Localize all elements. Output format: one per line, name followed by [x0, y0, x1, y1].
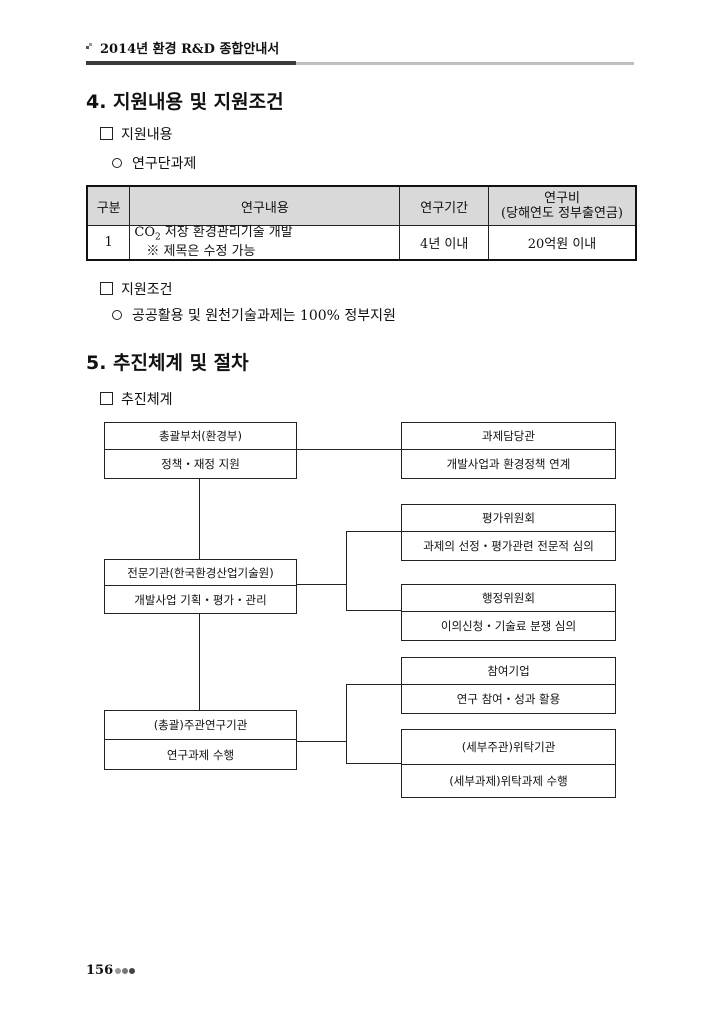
section-4-title: 4. 지원내용 및 지원조건: [86, 91, 284, 113]
budget-header-note: (당해연도 정부출연금): [501, 206, 623, 221]
admin-committee-box: 행정위원회 이의신청・기술료 분쟁 심의: [401, 584, 616, 641]
conditions-heading: 지원조건: [100, 279, 173, 299]
budget-header: 연구비: [544, 191, 580, 206]
square-bullet-icon: [100, 127, 113, 140]
sub-item-heading: 연구단과제: [112, 153, 196, 173]
footer-dot-icon: [122, 968, 128, 974]
box-title: (세부주관)위탁기관: [402, 730, 615, 765]
table-header-row: 구분 연구내용 연구기간 연구비 (당해연도 정부출연금): [86, 185, 637, 226]
contract-institution-box: (세부주관)위탁기관 (세부과제)위탁과제 수행: [401, 729, 616, 798]
row-number: 1: [86, 224, 131, 261]
box-desc: 개발사업 기획・평가・관리: [134, 592, 267, 607]
header-bullet-icon: [86, 43, 92, 49]
box-title: 전문기관(한국환경산업기술원): [105, 560, 296, 586]
connector-to-contract: [346, 763, 402, 764]
box-desc: 정책・재정 지원: [161, 457, 240, 471]
connector-to-admin: [346, 610, 402, 611]
ministry-box: 총괄부처(환경부) 정책・재정 지원: [104, 422, 297, 479]
connector-lead-vertical: [346, 684, 347, 764]
table-row: 1 CO2 저장 환경관리기술 개발 ※ 제목은 수정 가능 4년 이내 20억…: [86, 224, 637, 261]
content-main: CO2 저장 환경관리기술 개발: [134, 225, 293, 243]
table-header-cell: 연구내용: [129, 185, 401, 226]
row-content: CO2 저장 환경관리기술 개발 ※ 제목은 수정 가능: [129, 224, 401, 261]
box-title: 행정위원회: [402, 585, 615, 612]
box-desc: 이의신청・기술료 분쟁 심의: [440, 619, 577, 633]
connector-lead-branch: [295, 741, 347, 742]
footer-dot-icon: [115, 968, 121, 974]
agency-box: 전문기관(한국환경산업기술원) 개발사업 기획・평가・관리: [104, 559, 297, 614]
header-rule-light: [296, 62, 634, 65]
box-title: 참여기업: [402, 658, 615, 685]
box-title: 과제담당관: [402, 423, 615, 450]
box-desc: 연구 참여・성과 활용: [456, 692, 561, 706]
box-desc: 연구과제 수행: [166, 747, 235, 762]
square-bullet-icon: [100, 282, 113, 295]
square-bullet-icon: [100, 392, 113, 405]
box-desc: 과제의 선정・평가관련 전문적 심의: [423, 539, 594, 553]
support-table: 구분 연구내용 연구기간 연구비 (당해연도 정부출연금) 1 CO2 저장 환…: [86, 185, 637, 261]
partner-box: 참여기업 연구 참여・성과 활용: [401, 657, 616, 714]
connector-ministry-manager: [295, 449, 402, 450]
lead-institution-box: (총괄)주관연구기관 연구과제 수행: [104, 710, 297, 770]
connector-to-partner: [346, 684, 402, 685]
connector-agency-vertical: [346, 531, 347, 611]
row-budget: 20억원 이내: [488, 224, 637, 261]
eval-committee-box: 평가위원회 과제의 선정・평가관련 전문적 심의: [401, 504, 616, 561]
section-5-title: 5. 추진체계 및 절차: [86, 352, 249, 374]
page-number: 156: [86, 963, 114, 978]
circle-bullet-icon: [112, 310, 122, 320]
connector-agency-lead: [199, 612, 200, 710]
header-rule-dark: [86, 61, 296, 65]
content-note: ※ 제목은 수정 가능: [146, 243, 256, 259]
box-title: 총괄부처(환경부): [105, 423, 296, 450]
box-desc: (세부과제)위탁과제 수행: [449, 774, 568, 788]
system-heading: 추진체계: [100, 389, 173, 409]
table-header-cell: 연구비 (당해연도 정부출연금): [488, 185, 637, 226]
footer-dot-icon: [129, 968, 135, 974]
circle-bullet-icon: [112, 158, 122, 168]
connector-ministry-agency: [199, 477, 200, 560]
conditions-text: 공공활용 및 원천기술과제는 100% 정부지원: [112, 305, 396, 325]
box-title: (총괄)주관연구기관: [105, 711, 296, 740]
manager-box: 과제담당관 개발사업과 환경정책 연계: [401, 422, 616, 479]
row-period: 4년 이내: [399, 224, 490, 261]
box-desc: 개발사업과 환경정책 연계: [446, 457, 571, 471]
box-title: 평가위원회: [402, 505, 615, 532]
connector-to-eval: [346, 531, 402, 532]
table-header-cell: 구분: [86, 185, 131, 226]
table-header-cell: 연구기간: [399, 185, 490, 226]
support-content-heading: 지원내용: [100, 124, 173, 144]
connector-agency-branch: [295, 584, 347, 585]
header-title: 2014년 환경 R&D 종합안내서: [100, 42, 280, 57]
